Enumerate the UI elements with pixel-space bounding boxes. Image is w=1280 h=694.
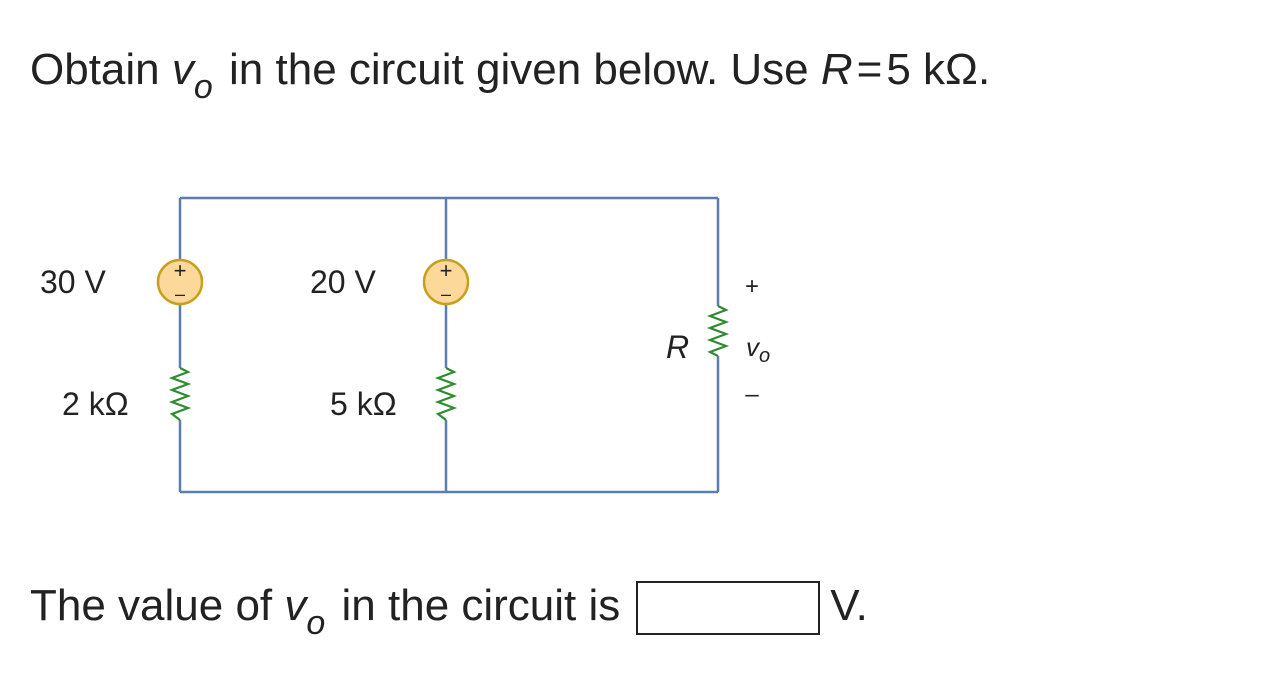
source1-label: 30 V [40, 264, 106, 300]
question-equals: = [856, 45, 883, 94]
answer-var-subscript: o [306, 604, 326, 642]
source2-label: 20 V [310, 264, 376, 300]
question-r-value: 5 kΩ. [886, 45, 991, 94]
answer-prefix: The value of [30, 581, 285, 630]
question-mid: in the circuit given below. Use [216, 45, 821, 94]
voltage-source-20v: + – [422, 258, 470, 306]
answer-row: The value of vo in the circuit is V. [30, 576, 868, 642]
question-text: Obtain vo in the circuit given below. Us… [30, 42, 991, 106]
answer-input[interactable] [636, 581, 821, 636]
vo-plus: + [745, 273, 759, 300]
resistor3-label: R [666, 329, 689, 365]
resistor-r [706, 305, 730, 357]
answer-var: v [284, 581, 307, 630]
resistor-5k [434, 367, 458, 421]
circuit-diagram: + – 30 V + – 20 V 2 kΩ 5 kΩ R + vo – [40, 196, 770, 494]
source1-minus: – [175, 284, 185, 304]
circuit-wires [178, 196, 720, 494]
source2-plus: + [440, 258, 453, 283]
resistor2-label: 5 kΩ [330, 386, 397, 422]
vo-minus: – [745, 381, 759, 408]
source2-minus: – [441, 284, 451, 304]
question-var-subscript: o [193, 68, 213, 106]
vo-label-sub: o [759, 345, 770, 367]
resistor1-label: 2 kΩ [62, 386, 129, 422]
voltage-source-30v: + – [156, 258, 204, 306]
answer-unit: V. [830, 581, 868, 630]
vo-label-main: v [746, 332, 761, 362]
question-r-symbol: R [820, 45, 853, 94]
question-prefix: Obtain [30, 45, 172, 94]
answer-mid: in the circuit is [329, 581, 621, 630]
source1-plus: + [174, 258, 187, 283]
resistor-2k [168, 367, 192, 421]
vo-label: vo [746, 332, 770, 367]
question-var: v [171, 45, 194, 94]
